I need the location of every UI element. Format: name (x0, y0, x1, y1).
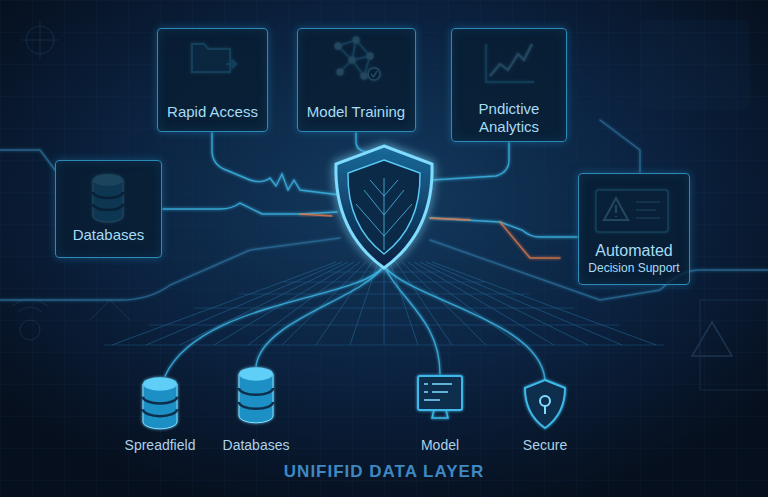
wire (0, 238, 340, 300)
box-label: Decision Support (588, 261, 679, 276)
wire (500, 222, 560, 258)
art-shape (402, 262, 486, 345)
art-shape (348, 160, 420, 254)
art-shape (180, 262, 348, 345)
art-shape (239, 402, 273, 409)
box-label: Model Training (307, 103, 405, 122)
databases-icon (239, 367, 273, 423)
art-shape (143, 409, 177, 416)
feature-box: Model Training (297, 28, 416, 132)
art-shape (432, 410, 448, 418)
art-shape (414, 262, 554, 345)
wire (256, 266, 384, 366)
art-shape (384, 262, 385, 345)
icon-caption: Model (421, 437, 459, 453)
art-shape (90, 300, 130, 320)
art-shape (692, 322, 732, 356)
icon-caption: Databases (223, 437, 290, 453)
wire (430, 218, 470, 220)
art-shape (143, 377, 177, 391)
art-shape (525, 380, 565, 428)
art-shape (640, 20, 750, 110)
art-shape (143, 397, 177, 404)
wire (384, 266, 545, 380)
diagram-title: UNIFIFID DATA LAYER (284, 462, 484, 482)
art-shape (12, 299, 48, 312)
art-shape (20, 320, 40, 340)
wire (432, 143, 509, 180)
art-shape (239, 374, 273, 423)
art-shape (424, 384, 452, 400)
faint-decor (12, 20, 768, 390)
art-shape (420, 262, 588, 345)
wire (384, 266, 440, 374)
spreadfield-icon (143, 377, 177, 429)
box-label: Automated (595, 241, 672, 261)
art-shape (248, 262, 360, 345)
box-label: Rapid Access (167, 103, 258, 122)
art-shape (22, 22, 58, 58)
icon-caption: Spreadfield (125, 437, 196, 453)
wire (212, 133, 340, 195)
feature-box: Databases (55, 160, 162, 258)
illustration (0, 20, 768, 429)
wire (300, 214, 332, 216)
feature-box: Pndictive Analytics (451, 28, 567, 142)
wire (0, 150, 55, 170)
wire (430, 240, 768, 300)
icon-caption: Secure (523, 437, 567, 453)
wire (600, 120, 640, 172)
wire (383, 266, 384, 345)
shield-emblem (336, 146, 432, 268)
art-shape (540, 396, 550, 406)
wire (430, 218, 577, 237)
art-shape (418, 376, 462, 410)
box-label: Databases (73, 226, 145, 245)
art-shape (239, 367, 273, 381)
circuit-wires (0, 120, 768, 380)
art-shape (239, 388, 273, 395)
secure-shield-icon (525, 380, 565, 428)
box-label: Pndictive Analytics (461, 100, 557, 138)
feature-box: AutomatedDecision Support (578, 173, 690, 285)
art-shape (544, 406, 546, 414)
art-shape (700, 300, 768, 390)
wire (163, 203, 337, 214)
art-shape (356, 178, 412, 250)
model-monitor-icon (418, 376, 462, 418)
wire (165, 266, 384, 376)
art-shape (112, 262, 336, 345)
art-shape (336, 146, 432, 268)
art-shape (146, 262, 342, 345)
feature-box: Rapid Access (157, 28, 268, 132)
